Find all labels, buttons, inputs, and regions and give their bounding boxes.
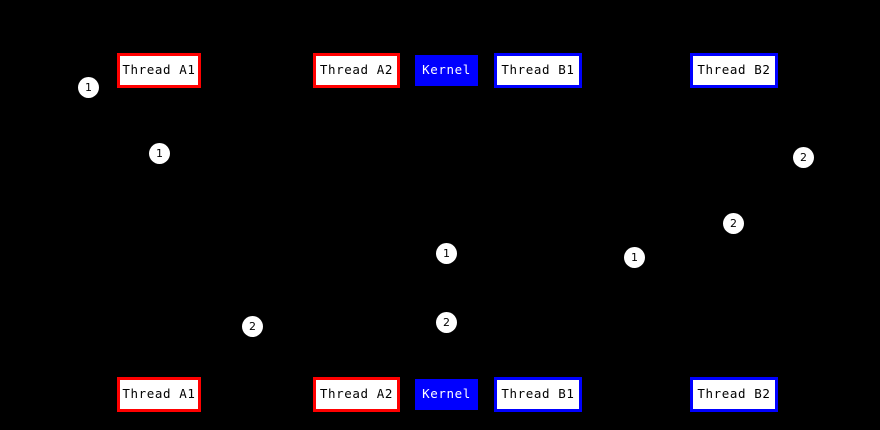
participant-label: Thread A1 [122,62,196,78]
participant-box-thread-b1-bottom[interactable]: Thread B1 [494,377,582,412]
participant-label: Thread B2 [697,386,771,402]
step-marker-2: 1 [149,143,170,164]
step-marker-7: 2 [242,316,263,337]
step-marker-label: 1 [85,81,92,94]
lifeline-thread-a2 [356,88,357,377]
step-marker-label: 1 [156,147,163,160]
lifeline-kernel [446,86,447,379]
participant-box-thread-b1-top[interactable]: Thread B1 [494,53,582,88]
participant-box-thread-a2-bottom[interactable]: Thread A2 [313,377,400,412]
participant-label: Thread B2 [697,62,771,78]
participant-label: Thread B1 [501,62,575,78]
step-marker-1: 1 [78,77,99,98]
participant-box-kernel-bottom[interactable]: Kernel [415,379,478,410]
step-marker-label: 2 [730,217,737,230]
step-marker-3: 2 [793,147,814,168]
participant-box-thread-a1-top[interactable]: Thread A1 [117,53,201,88]
participant-box-thread-b2-bottom[interactable]: Thread B2 [690,377,778,412]
step-marker-6: 1 [624,247,645,268]
step-marker-label: 2 [800,151,807,164]
step-marker-label: 1 [631,251,638,264]
participant-label: Thread A2 [319,386,394,402]
message-arrow-1 [446,253,538,254]
participant-label: Thread A1 [122,386,196,402]
step-marker-label: 2 [443,316,450,329]
participant-box-thread-a1-bottom[interactable]: Thread A1 [117,377,201,412]
lifeline-thread-a1 [159,88,160,377]
step-marker-label: 1 [443,247,450,260]
participant-label: Thread A2 [319,62,394,78]
participant-label: Thread B1 [501,386,575,402]
participant-label: Kernel [422,62,471,78]
step-marker-5: 1 [436,243,457,264]
step-marker-4: 2 [723,213,744,234]
step-marker-label: 2 [249,320,256,333]
participant-label: Kernel [422,386,471,402]
participant-box-thread-b2-top[interactable]: Thread B2 [690,53,778,88]
lifeline-thread-b1 [538,88,539,377]
participant-box-kernel-top[interactable]: Kernel [415,55,478,86]
message-arrow-2 [356,322,446,323]
participant-box-thread-a2-top[interactable]: Thread A2 [313,53,400,88]
step-marker-8: 2 [436,312,457,333]
